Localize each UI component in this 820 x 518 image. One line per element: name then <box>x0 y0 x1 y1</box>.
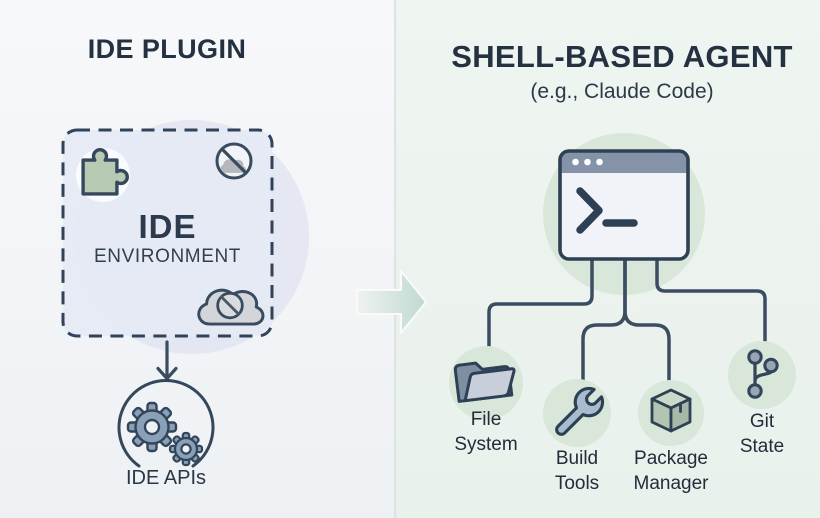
tool-label-line: System <box>454 434 518 455</box>
tool-label-line: File <box>470 409 502 430</box>
panel-divider <box>394 0 397 518</box>
connector-lines <box>487 253 767 383</box>
wrench-icon <box>555 386 605 436</box>
ide-apis-label: IDE APIs <box>125 467 207 489</box>
tool-label-file-system: File System <box>416 407 556 457</box>
tool-label-line: State <box>739 436 785 457</box>
folder-icon <box>453 361 516 403</box>
ide-box-title: IDE <box>138 208 197 245</box>
tool-label-line: Manager <box>633 473 709 494</box>
tool-label-line: Build <box>555 448 599 469</box>
left-panel-title: IDE PLUGIN <box>87 34 247 64</box>
tool-label-build-tools: Build Tools <box>507 446 647 496</box>
terminal-prompt-icon <box>576 187 638 234</box>
git-branch-icon <box>747 349 779 399</box>
right-panel-subtitle: (e.g., Claude Code) <box>530 80 714 103</box>
tool-label-line: Tools <box>554 473 600 494</box>
tool-label-line: Git <box>749 411 775 432</box>
package-box-icon <box>650 388 692 433</box>
right-arrow-icon <box>356 270 427 334</box>
puzzle-icon <box>76 148 130 202</box>
tool-label-line: Package <box>634 448 708 469</box>
tool-label-package-manager: Package Manager <box>601 446 741 496</box>
ide-box-subtitle: ENVIRONMENT <box>94 246 241 267</box>
cloud-blocked-icon <box>197 288 265 326</box>
gears-icon <box>126 401 204 467</box>
tool-label-git-state: Git State <box>692 409 820 459</box>
no-cloud-icon <box>215 142 253 180</box>
right-panel-title: SHELL-BASED AGENT <box>451 39 793 74</box>
api-circle <box>117 379 215 468</box>
api-circle-arc <box>117 379 215 468</box>
down-arrow-icon <box>156 340 178 381</box>
terminal-window-icon <box>558 149 690 261</box>
window-dots <box>572 158 603 166</box>
